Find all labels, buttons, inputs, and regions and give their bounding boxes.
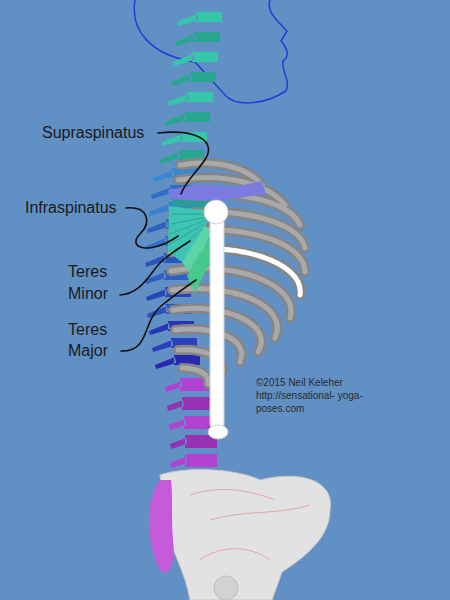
muscle-label: Teres Major: [68, 319, 128, 361]
ilium: [160, 470, 330, 600]
vertebra: [167, 397, 214, 411]
cervical-spine: [159, 12, 222, 164]
fibre: [172, 214, 208, 215]
rib: [182, 368, 208, 384]
leader-line: [121, 280, 196, 351]
vertebra: [173, 52, 218, 66]
vertebra: [162, 132, 207, 146]
sacrum: [149, 480, 174, 573]
leader-line: [120, 241, 190, 295]
vertebra: [170, 435, 217, 449]
hip-socket: [214, 576, 238, 600]
humerus: [204, 200, 228, 439]
humerus-shaft: [210, 214, 224, 430]
rib: [175, 329, 242, 362]
leader-line: [126, 208, 178, 248]
fibre: [170, 220, 206, 234]
vertebra: [165, 112, 210, 126]
copyright-note: ©2015 Neil Keleher http://sensational- y…: [254, 376, 368, 415]
pelvis-contour: [190, 490, 310, 560]
humerus-elbow: [208, 425, 228, 439]
fibre: [171, 217, 207, 224]
humerus-head: [204, 200, 228, 224]
pelvis: [149, 470, 331, 600]
vertebra: [171, 72, 216, 86]
vertebra: [169, 416, 216, 430]
vertebra: [170, 454, 217, 468]
lumbar-spine: [165, 378, 217, 468]
vertebra: [177, 12, 222, 26]
vertebra: [168, 92, 213, 106]
muscle-label: Teres Minor: [68, 261, 128, 305]
muscle-label: Supraspinatus: [42, 123, 192, 143]
vertebra: [175, 32, 220, 46]
muscle-label: Infraspinatus: [25, 198, 175, 218]
leader-lines: [120, 132, 208, 351]
leader-line: [158, 132, 208, 194]
rib: [182, 368, 208, 384]
head-outline: [134, 0, 287, 103]
